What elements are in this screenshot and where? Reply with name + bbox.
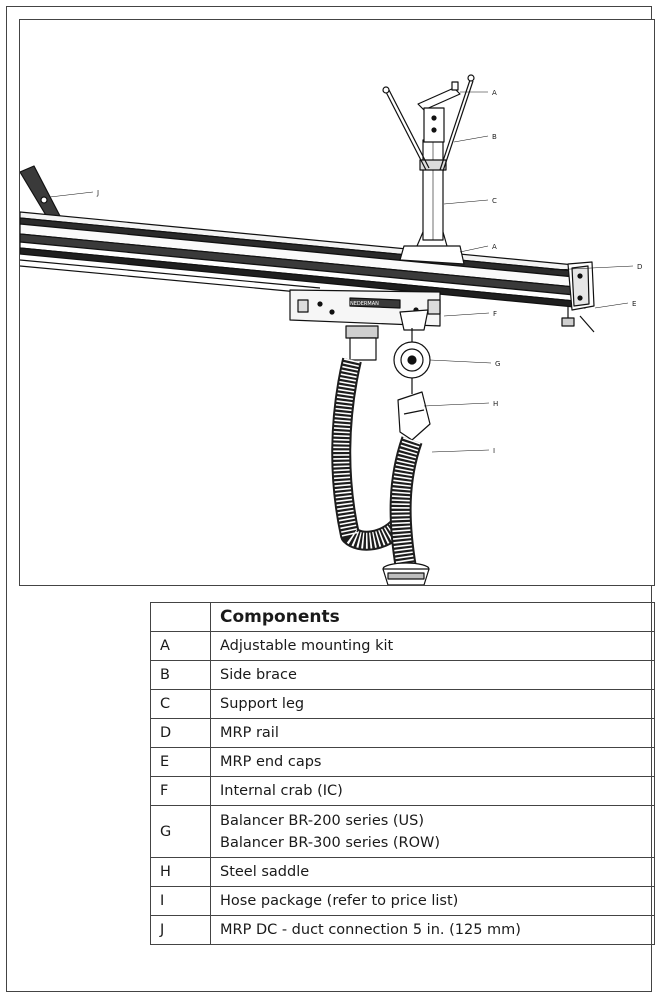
hose-outlet [345,325,379,361]
table-header-row: Components [150,602,655,632]
table-row: B Side brace [150,660,655,690]
row-description: MRP rail [210,718,655,748]
row-code: B [150,660,211,690]
row-description: Steel saddle [210,857,655,887]
row-description: Side brace [210,660,655,690]
callout-g: G [495,360,500,368]
row-description: Hose package (refer to price list) [210,886,655,916]
header-components: Components [210,602,655,632]
row-code: A [150,631,211,661]
assembly-diagram: NEDERMAN A B C A D E F G H I J [19,19,655,586]
row-description: Support leg [210,689,655,719]
row-description: Adjustable mounting kit [210,631,655,661]
row-description: Balancer BR-200 series (US) Balancer BR-… [210,805,655,858]
row-description: MRP DC - duct connection 5 in. (125 mm) [210,915,655,945]
table-row: C Support leg [150,689,655,719]
table-row: I Hose package (refer to price list) [150,886,655,916]
row-description-line: Balancer BR-300 series (ROW) [220,834,441,851]
components-table: Components A Adjustable mounting kit B S… [150,602,655,945]
mrp-end-cap [561,261,595,333]
callout-d: D [637,263,642,271]
table-row: G Balancer BR-200 series (US) Balancer B… [150,805,655,858]
header-code [150,602,211,632]
balancer [393,328,431,394]
callout-a-top: A [492,89,497,97]
callout-e: E [632,300,636,308]
hose-package [389,436,423,570]
callout-f: F [493,310,497,318]
support-leg [399,139,465,265]
row-code: F [150,776,211,806]
callout-i: I [493,447,495,455]
rail-assembly-drawing: NEDERMAN A B C A D E F G H I J [20,74,642,585]
table-row: E MRP end caps [150,747,655,777]
table-row: H Steel saddle [150,857,655,887]
table-row: F Internal crab (IC) [150,776,655,806]
row-code: I [150,886,211,916]
table-row: A Adjustable mounting kit [150,631,655,661]
callout-c: C [492,197,497,205]
row-code: E [150,747,211,777]
leader-lines [49,91,634,453]
crab-label-plate: NEDERMAN [350,301,379,307]
row-description: MRP end caps [210,747,655,777]
row-code: J [150,915,211,945]
side-brace [382,74,475,172]
internal-crab [289,289,441,331]
table-row: D MRP rail [150,718,655,748]
callout-b: B [492,133,497,141]
row-code: G [150,805,211,858]
mounting-kit-top [417,87,461,143]
row-code: D [150,718,211,748]
steel-saddle [397,391,431,441]
components-table-container: Components A Adjustable mounting kit B S… [150,602,655,945]
hose-loop [331,357,408,551]
row-description-line: Balancer BR-200 series (US) [220,812,425,829]
mrp-rail [20,211,586,309]
row-code: C [150,689,211,719]
callout-h: H [493,400,498,408]
callout-j: J [96,189,99,197]
row-description: Internal crab (IC) [210,776,655,806]
hose-nozzle [382,562,430,585]
row-code: H [150,857,211,887]
page-frame: NEDERMAN A B C A D E F G H I J Component… [6,6,655,992]
table-row: J MRP DC - duct connection 5 in. (125 mm… [150,915,655,945]
callout-a-lower: A [492,243,497,251]
